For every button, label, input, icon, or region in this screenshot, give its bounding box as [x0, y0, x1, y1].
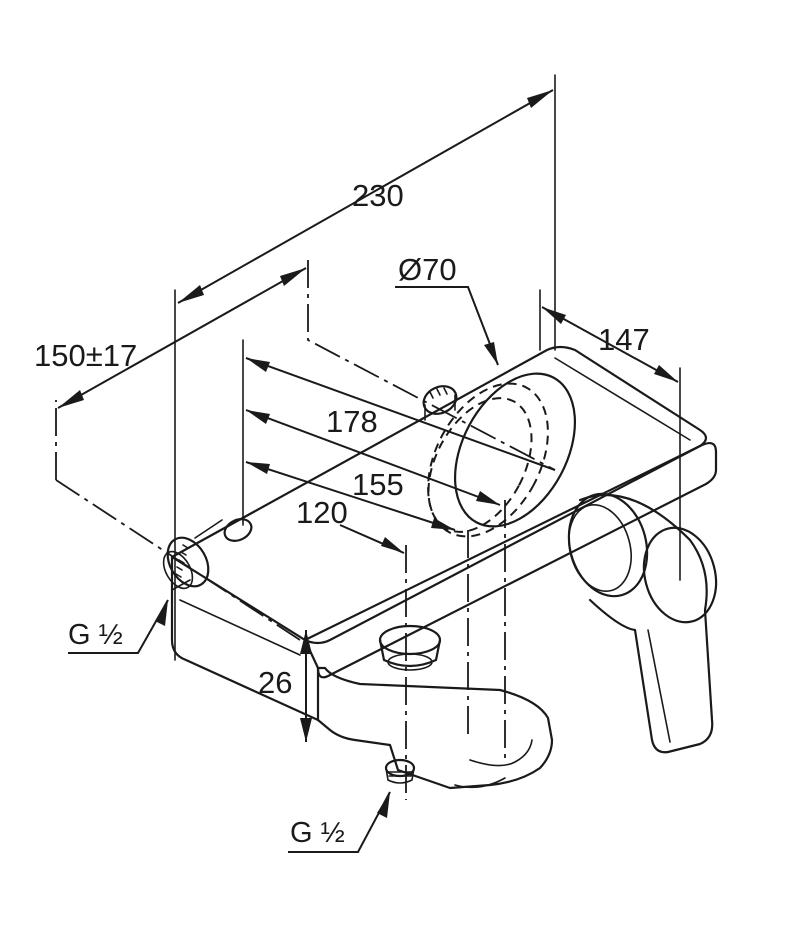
inlet-connectors — [162, 385, 458, 591]
spout-outlet-edge — [469, 739, 533, 767]
label-thread-inlet: G ½ — [68, 619, 123, 651]
label-230: 230 — [352, 178, 404, 213]
spout-upper — [316, 666, 554, 790]
label-d70: Ø70 — [398, 252, 457, 287]
centerline-left-inlet — [55, 400, 301, 641]
plate-outer — [453, 372, 577, 528]
middle-inlet — [223, 518, 253, 542]
label-26: 26 — [258, 665, 292, 700]
spout-lower — [316, 718, 400, 772]
dim-150-line — [57, 267, 307, 409]
body-left-face — [170, 555, 320, 722]
dim-d70-leader — [395, 286, 499, 366]
label-178: 178 — [326, 404, 378, 439]
back-inlet — [422, 385, 458, 421]
label-155: 155 — [352, 467, 404, 502]
handle-base — [567, 492, 649, 598]
dim-120-line — [245, 461, 456, 531]
label-120: 120 — [296, 495, 348, 530]
label-150: 150±17 — [34, 338, 137, 373]
handle-lever-edge — [647, 629, 671, 743]
mixer-body — [170, 345, 718, 722]
label-thread-outlet: G ½ — [290, 817, 345, 849]
spout-underside — [454, 777, 506, 789]
spout — [316, 624, 554, 790]
dimension-lines — [57, 89, 679, 853]
dim-147-line — [541, 306, 679, 383]
handle-body — [578, 493, 714, 754]
diverter-knob-base — [387, 653, 433, 671]
extension-lines — [55, 74, 681, 800]
handle-cap — [642, 526, 718, 624]
lever-handle[interactable] — [558, 485, 726, 754]
body-lower-edge — [179, 599, 301, 656]
body-top-face — [170, 345, 708, 645]
outlet-thread — [384, 758, 416, 784]
body-top-highlight — [554, 357, 691, 441]
dimension-labels: 230 Ø70 147 150±17 178 155 120 26 G ½ G … — [34, 178, 650, 849]
label-147: 147 — [598, 322, 650, 357]
body-front-edge — [303, 441, 718, 679]
dim-230-line — [177, 89, 554, 304]
dim-178-line — [245, 357, 556, 471]
centerline-inlets — [307, 260, 556, 471]
handle-base-ring — [568, 503, 632, 593]
diverter-knob-side — [378, 638, 442, 668]
dim-155-line — [245, 409, 501, 506]
diverter-knob-top[interactable] — [378, 624, 442, 656]
plate-hidden-outline — [427, 382, 549, 538]
